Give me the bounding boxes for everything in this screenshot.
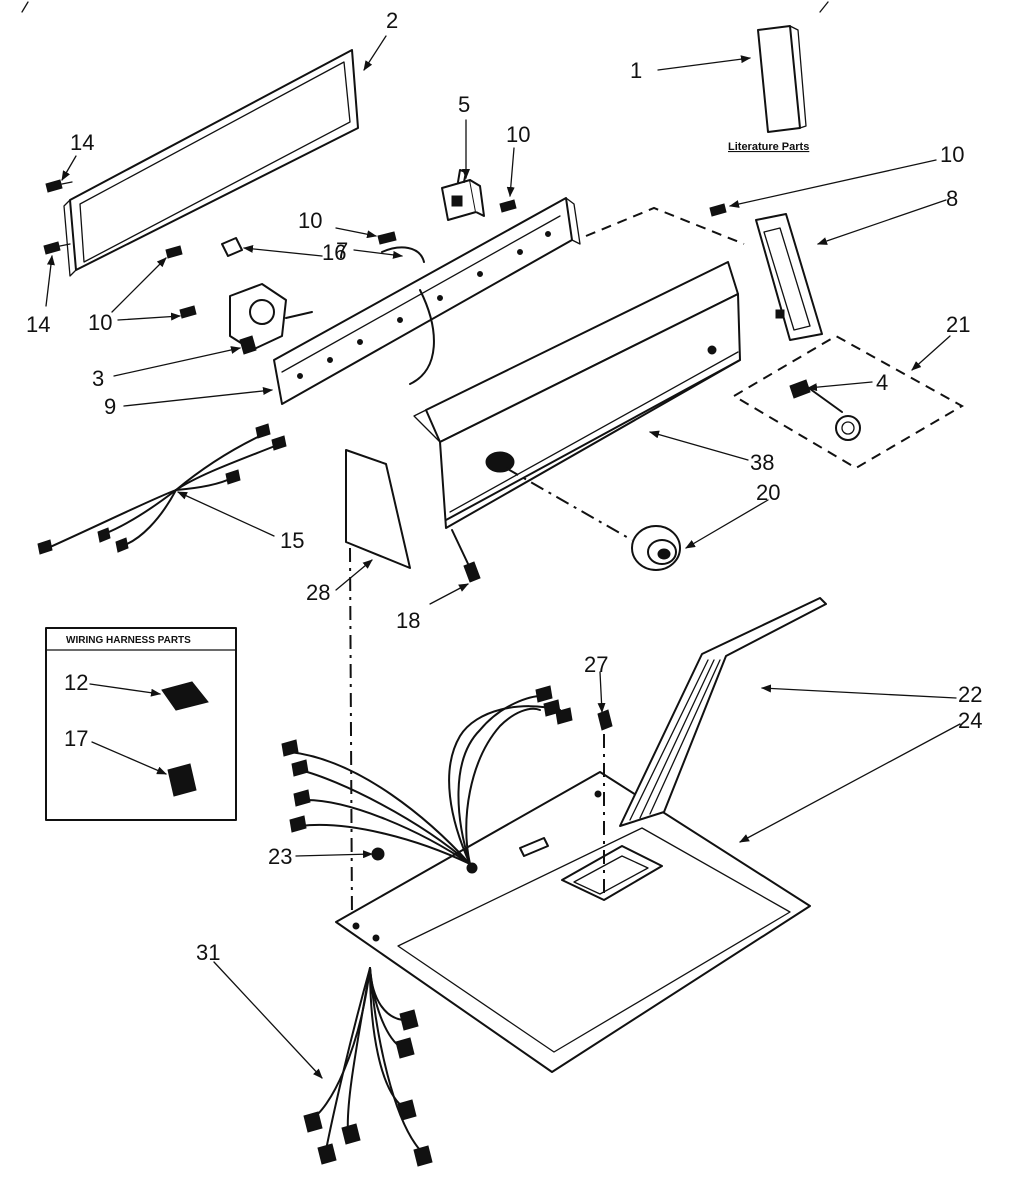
literature-parts-label: Literature Parts bbox=[728, 141, 809, 153]
callout-17: 17 bbox=[64, 726, 88, 751]
console-rear-outline bbox=[585, 206, 745, 245]
callout-14-lower: 14 bbox=[26, 312, 50, 337]
callout-3: 3 bbox=[92, 366, 104, 391]
callout-38: 38 bbox=[750, 450, 774, 475]
part-wire-harness-22 bbox=[281, 597, 827, 865]
part-screw-27 bbox=[597, 709, 613, 731]
callout-24: 24 bbox=[958, 708, 982, 733]
part-side-panel-28 bbox=[345, 449, 411, 569]
callout-12: 12 bbox=[64, 670, 88, 695]
part-timer-switch bbox=[441, 169, 485, 221]
callout-7: 7 bbox=[336, 238, 348, 263]
callout-2: 2 bbox=[386, 8, 398, 33]
callout-18: 18 bbox=[396, 608, 420, 633]
part-wire-harness-31 bbox=[303, 967, 433, 1167]
part-knob-20 bbox=[631, 525, 681, 571]
callout-1: 1 bbox=[630, 58, 642, 83]
callout-15: 15 bbox=[280, 528, 304, 553]
callout-28: 28 bbox=[306, 580, 330, 605]
callout-10-top: 10 bbox=[506, 122, 530, 147]
part-screw-18 bbox=[451, 529, 481, 583]
knob-axis-line bbox=[505, 467, 633, 541]
part-screw-10-e bbox=[709, 203, 727, 217]
part-grommet-23 bbox=[371, 847, 385, 861]
callout-numbers: 1 2 3 4 5 7 8 9 10 10 10 10 10 12 14 14 … bbox=[26, 8, 982, 965]
part-screw-10-a bbox=[499, 199, 517, 213]
callout-31: 31 bbox=[196, 940, 220, 965]
part-clip-16 bbox=[221, 237, 243, 257]
part-screw-10-b bbox=[377, 231, 397, 245]
callout-10-right: 10 bbox=[940, 142, 964, 167]
callout-4: 4 bbox=[876, 370, 888, 395]
part-connector-12 bbox=[161, 681, 209, 711]
wiring-harness-parts-box: WIRING HARNESS PARTS bbox=[45, 627, 237, 821]
part-literature-booklet: Literature Parts bbox=[728, 25, 809, 153]
callout-20: 20 bbox=[756, 480, 780, 505]
callout-10-left: 10 bbox=[88, 310, 112, 335]
callout-leaders bbox=[45, 35, 961, 1079]
callout-10-middle: 10 bbox=[298, 208, 322, 233]
part-screw-14-lower bbox=[43, 241, 71, 255]
part-screw-14-upper bbox=[45, 179, 73, 193]
part-top-cover-24 bbox=[335, 771, 811, 1073]
part-knob-kit-21 bbox=[732, 334, 965, 470]
part-screw-10-c bbox=[165, 245, 183, 259]
callout-21: 21 bbox=[946, 312, 970, 337]
part-console-housing bbox=[413, 261, 741, 529]
callout-27: 27 bbox=[584, 652, 608, 677]
callout-23: 23 bbox=[268, 844, 292, 869]
part-end-cap-8 bbox=[755, 213, 823, 341]
part-wire-harness-15 bbox=[37, 423, 287, 555]
wiring-box-title: WIRING HARNESS PARTS bbox=[66, 635, 191, 646]
callout-9: 9 bbox=[104, 394, 116, 419]
part-screw-10-d bbox=[179, 305, 197, 319]
callout-5: 5 bbox=[458, 92, 470, 117]
part-switch-3 bbox=[229, 283, 313, 355]
part-wire-7 bbox=[381, 246, 435, 385]
page-border-fragment bbox=[21, 1, 829, 13]
callout-16: 16 bbox=[322, 240, 346, 265]
part-connector-17 bbox=[167, 763, 197, 797]
part-rear-panel bbox=[63, 49, 359, 277]
callout-14-upper: 14 bbox=[70, 130, 94, 155]
callout-8: 8 bbox=[946, 186, 958, 211]
callout-22: 22 bbox=[958, 682, 982, 707]
assembly-line-vertical bbox=[349, 547, 353, 921]
